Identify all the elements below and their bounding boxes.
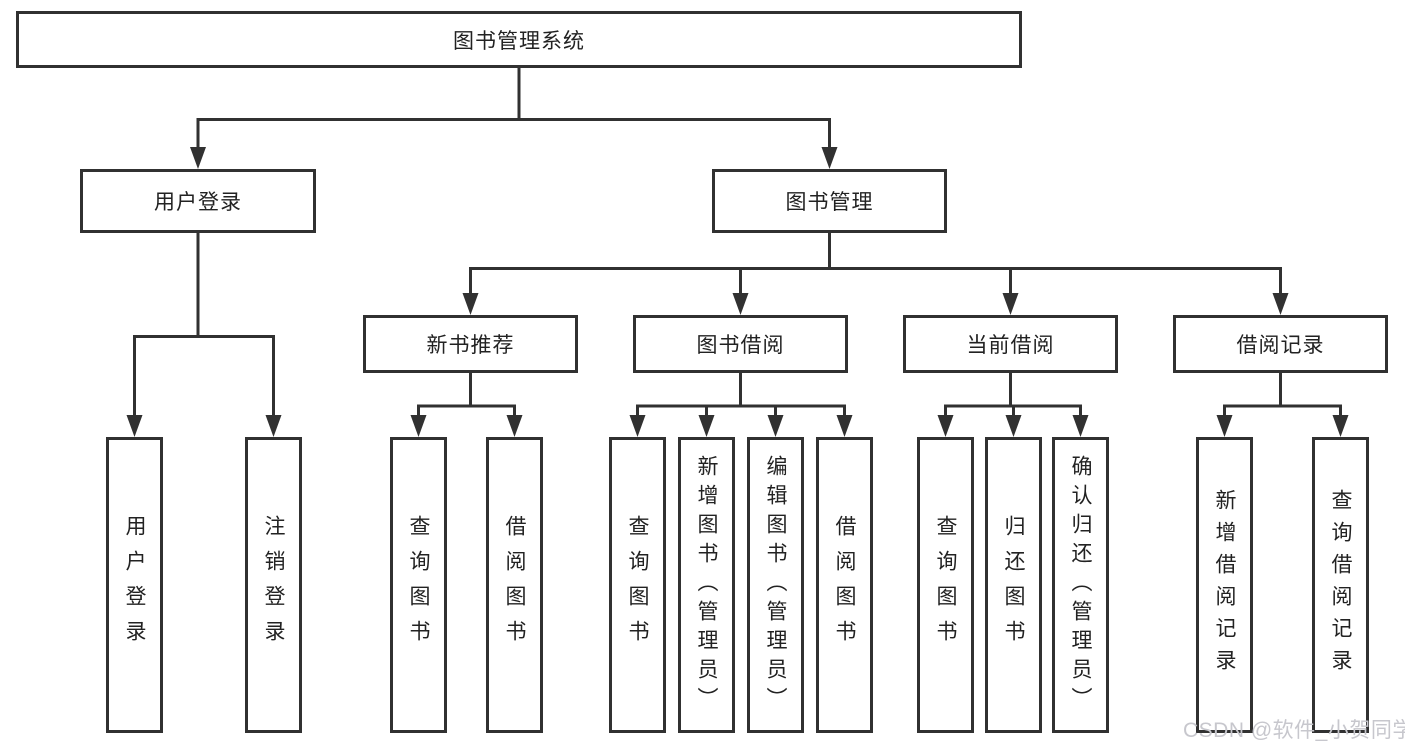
leaf-query-borrow-record: 查询借阅记录	[1312, 437, 1369, 733]
leaf-query-book-current: 查询图书	[917, 437, 974, 733]
node-library-system: 图书管理系统	[16, 11, 1022, 68]
leaf-return-book: 归还图书	[985, 437, 1042, 733]
leaf-add-book-admin: 新增图书（管理员）	[678, 437, 735, 733]
node-borrow-records: 借阅记录	[1173, 315, 1388, 373]
leaf-edit-book-admin: 编辑图书（管理员）	[747, 437, 804, 733]
leaf-borrow-book-recommend: 借阅图书	[486, 437, 543, 733]
connector-records-branch	[1223, 404, 1342, 417]
leaf-logout: 注销登录	[245, 437, 302, 733]
node-new-book-recommend: 新书推荐	[363, 315, 578, 373]
leaf-user-login: 用户登录	[106, 437, 163, 733]
node-book-borrow: 图书借阅	[633, 315, 848, 373]
connector-level3-branch	[469, 267, 1282, 297]
leaf-query-book-borrow: 查询图书	[609, 437, 666, 733]
node-book-management: 图书管理	[712, 169, 947, 233]
node-user-login: 用户登录	[80, 169, 316, 233]
leaf-query-book-recommend: 查询图书	[390, 437, 447, 733]
connector-level2-branch	[196, 118, 831, 151]
leaf-borrow-book: 借阅图书	[816, 437, 873, 733]
watermark: CSDN @软件_小贺同学	[1183, 719, 1405, 742]
connector-borrow-branch	[636, 404, 846, 417]
connector-userlogin-branch	[133, 335, 275, 417]
leaf-add-borrow-record: 新增借阅记录	[1196, 437, 1253, 733]
leaf-confirm-return-admin: 确认归还（管理员）	[1052, 437, 1109, 733]
node-current-borrow: 当前借阅	[903, 315, 1118, 373]
connector-newbook-branch	[417, 404, 516, 417]
